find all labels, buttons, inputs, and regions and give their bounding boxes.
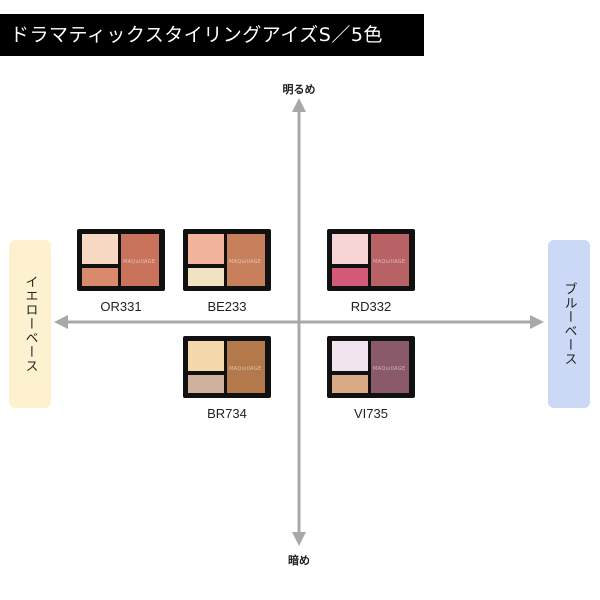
product-code-or331: OR331 [100,299,142,314]
shadow-pan-main [227,341,265,393]
shadow-pan-main [121,234,159,286]
shadow-pan-main [371,341,409,393]
product-code-be233: BE233 [207,299,247,314]
arrow-left-icon [54,315,68,329]
palette-be233: MAQuillAGE [183,229,271,291]
palette-br734: MAQuillAGE [183,336,271,398]
axis-label-right: ブルーベース [561,282,577,366]
shadow-pan-main [371,234,409,286]
palette-rd332: MAQuillAGE [327,229,415,291]
axis-label-left: イエローベース [22,275,38,373]
axis-label-top: 明るめ [282,83,316,96]
title-banner: ドラマティックスタイリングアイズS／5色 [0,14,424,56]
arrow-up-icon [292,98,306,112]
shadow-pan-accent [82,268,118,286]
brand-logo: MAQuillAGE [229,366,262,372]
brand-logo: MAQuillAGE [373,259,406,265]
yellow-base-box: イエローベース [9,240,51,408]
brand-logo: MAQuillAGE [123,259,156,265]
shadow-pan-light [332,234,368,264]
shadow-pan-light [332,341,368,371]
shadow-pan-light [188,341,224,371]
axis-label-bottom: 暗め [288,554,310,567]
arrow-right-icon [530,315,544,329]
product-code-rd332: RD332 [350,299,392,314]
arrow-down-icon [292,532,306,546]
shadow-pan-accent [332,375,368,393]
shadow-pan-accent [188,375,224,393]
palette-or331: MAQuillAGE [77,229,165,291]
shadow-pan-main [227,234,265,286]
blue-base-box: ブルーベース [548,240,590,408]
product-code-br734: BR734 [207,406,247,421]
shadow-pan-accent [332,268,368,286]
shadow-pan-light [188,234,224,264]
brand-logo: MAQuillAGE [373,366,406,372]
page-title: ドラマティックスタイリングアイズS／5色 [10,24,383,46]
shadow-pan-accent [188,268,224,286]
palette-vi735: MAQuillAGE [327,336,415,398]
product-code-vi735: VI735 [354,406,388,421]
brand-logo: MAQuillAGE [229,259,262,265]
shadow-pan-light [82,234,118,264]
